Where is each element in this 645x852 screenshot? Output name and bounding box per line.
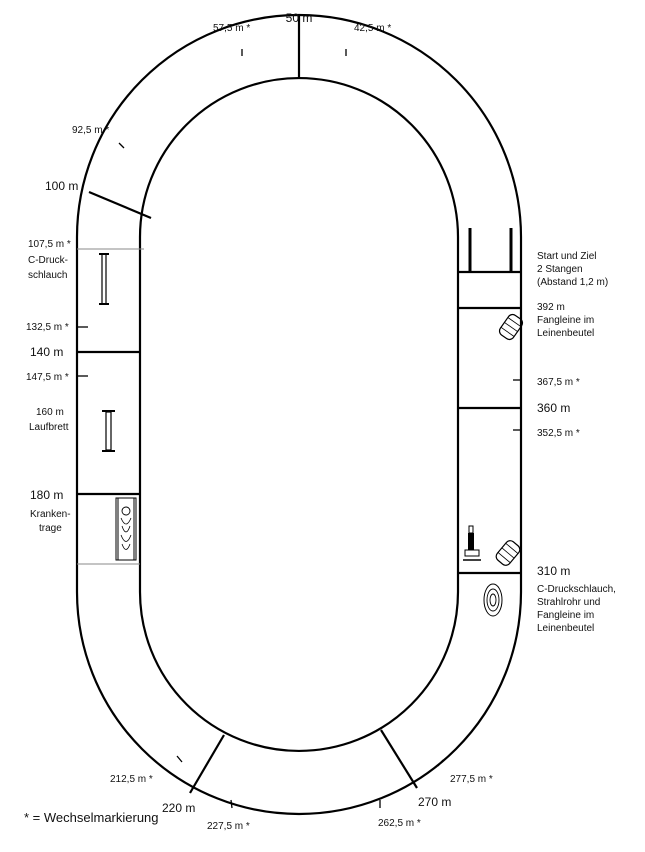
label-180m: 180 m <box>30 488 63 502</box>
stretcher-icon <box>115 497 137 561</box>
tick-227m <box>230 799 233 809</box>
label-stretcher-1: Kranken- <box>30 509 71 520</box>
line-220m <box>189 734 225 794</box>
label-132-5m: 132,5 m * <box>26 322 69 333</box>
label-262-5m: 262,5 m * <box>378 818 421 829</box>
rope-bag-2-icon <box>495 540 521 566</box>
tick-92m <box>118 142 125 149</box>
label-227-5m: 227,5 m * <box>207 821 250 832</box>
label-352-5m: 352,5 m * <box>537 428 580 439</box>
label-c-hose-2: schlauch <box>28 270 67 281</box>
nozzle-icon <box>463 525 481 561</box>
label-392m: 392 m <box>537 302 565 313</box>
label-equip-4: Leinenbeutel <box>537 623 594 634</box>
coiled-hose-icon <box>483 583 503 617</box>
label-367-5m: 367,5 m * <box>537 377 580 388</box>
label-board: Laufbrett <box>29 422 69 433</box>
board-icon <box>102 410 115 452</box>
label-42-5m: 42,5 m * <box>354 23 391 34</box>
line-270m <box>380 729 418 789</box>
label-stretcher-2: trage <box>39 523 62 534</box>
label-c-hose-1: C-Druck- <box>28 255 68 266</box>
label-147-5m: 147,5 m * <box>26 372 69 383</box>
label-160m: 160 m <box>36 407 64 418</box>
tick-277m <box>437 759 444 767</box>
label-277-5m: 277,5 m * <box>450 774 493 785</box>
label-100m: 100 m <box>45 179 78 193</box>
label-equip-3: Fangleine im <box>537 610 594 621</box>
start-poles-icon <box>468 228 513 272</box>
label-50m: 50 m <box>286 11 313 25</box>
rope-bag-icon <box>498 313 524 341</box>
label-equip-2: Strahlrohr und <box>537 597 600 608</box>
label-107-5m: 107,5 m * <box>28 239 71 250</box>
label-rope-2: Leinenbeutel <box>537 328 594 339</box>
label-92-5m: 92,5 m * <box>72 125 109 136</box>
label-212-5m: 212,5 m * <box>110 774 153 785</box>
label-360m: 360 m <box>537 401 570 415</box>
label-equip-1: C-Druckschlauch, <box>537 584 616 595</box>
label-57-5m: 57,5 m * <box>213 23 250 34</box>
label-270m: 270 m <box>418 795 451 809</box>
outer-track-line <box>75 13 523 816</box>
legend-text: * = Wechselmarkierung <box>24 810 159 825</box>
label-310m: 310 m <box>537 564 570 578</box>
label-220m: 220 m <box>162 801 195 815</box>
line-100m <box>88 190 152 220</box>
label-start-1: Start und Ziel <box>537 251 596 262</box>
label-rope-1: Fangleine im <box>537 315 594 326</box>
hose-icon <box>99 253 109 305</box>
label-start-2: 2 Stangen <box>537 264 583 275</box>
label-start-3: (Abstand 1,2 m) <box>537 277 608 288</box>
label-140m: 140 m <box>30 345 63 359</box>
tick-212m <box>176 755 183 763</box>
inner-track-line <box>138 76 460 753</box>
